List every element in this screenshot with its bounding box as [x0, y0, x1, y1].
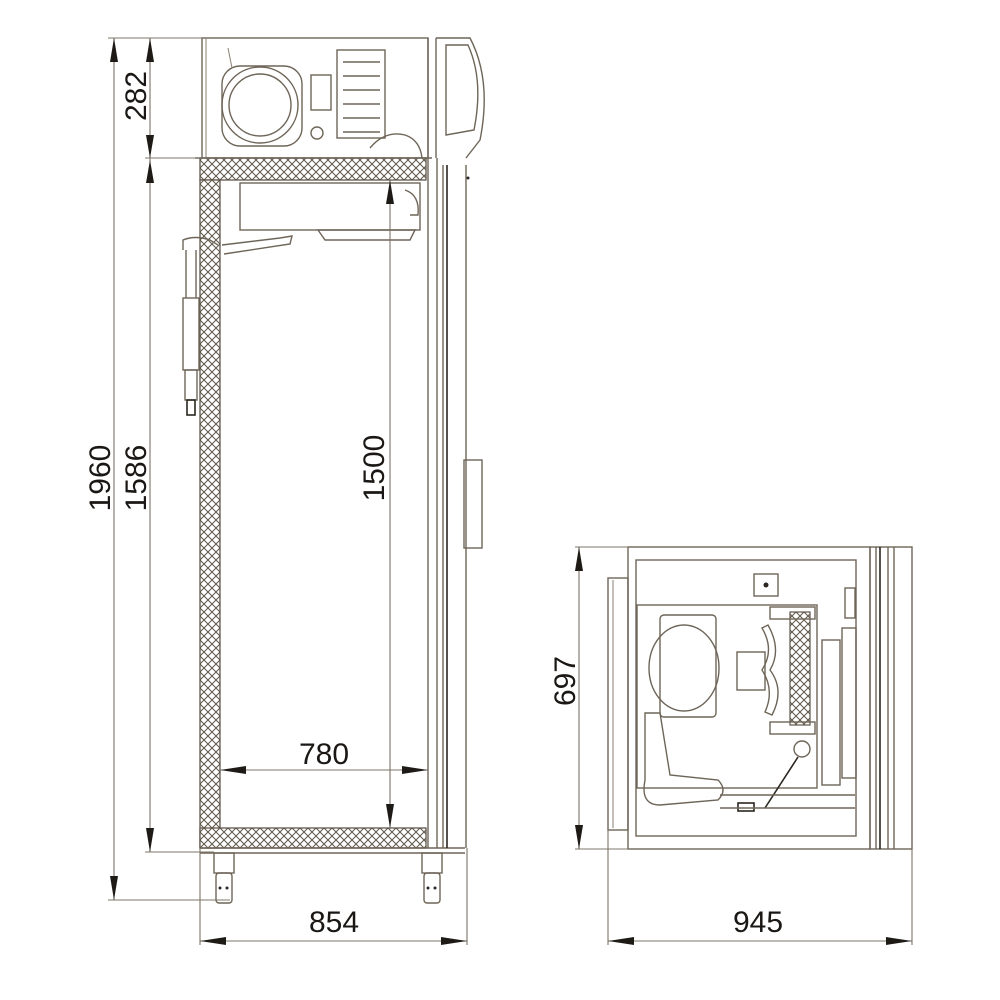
door-icon — [427, 158, 483, 848]
dimension-top-unit-and-cabinet — [145, 38, 214, 853]
top-plan-view: 697 945 — [549, 546, 913, 945]
dimension-total-width — [199, 848, 468, 945]
top-machine-compartment — [201, 37, 485, 159]
label-total-height: 1960 — [84, 445, 117, 512]
dimension-depth — [575, 546, 628, 850]
label-interior-width: 780 — [299, 738, 349, 771]
control-panel-icon — [427, 37, 485, 159]
dimension-interior-width — [220, 766, 428, 774]
label-total-width: 854 — [309, 906, 359, 939]
label-depth: 697 — [549, 656, 582, 706]
dimension-interior-height — [386, 180, 394, 828]
door-profile-icon — [869, 546, 913, 850]
evaporator-unit-icon — [221, 182, 421, 255]
dimension-total-depth — [607, 830, 913, 945]
compressor-icon — [221, 47, 303, 147]
label-top-unit-height: 282 — [120, 71, 153, 121]
condenser-coil-icon — [310, 49, 423, 159]
cabinet-insulation — [195, 157, 465, 854]
drain-pipe-icon — [182, 236, 219, 416]
label-total-depth: 945 — [733, 906, 783, 939]
label-interior-height: 1500 — [358, 435, 391, 502]
dimension-total-height — [108, 37, 230, 901]
compressor-top-icon — [648, 614, 720, 718]
front-section-view: 1960 1586 282 1500 780 854 — [84, 37, 485, 945]
condenser-fan-icon — [736, 606, 816, 812]
leveling-feet-icon — [213, 852, 443, 904]
label-cabinet-height: 1586 — [120, 445, 153, 512]
